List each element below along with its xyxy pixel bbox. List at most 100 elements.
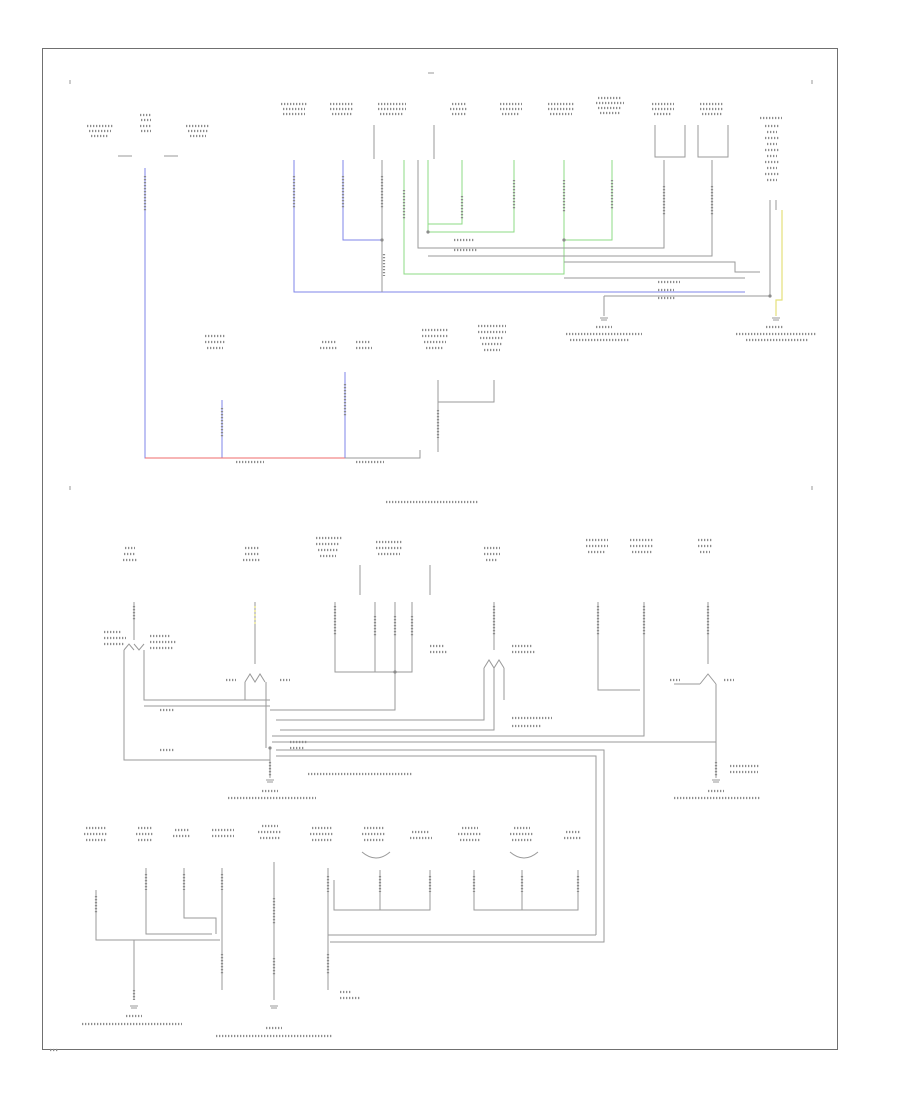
component-label-block	[123, 546, 137, 562]
ground-label	[566, 325, 642, 342]
component-label-block	[548, 102, 574, 116]
wire-gauge-label	[512, 644, 536, 654]
component-label-block	[362, 826, 386, 842]
connector-symbol	[123, 643, 145, 651]
wire	[144, 168, 223, 459]
splice-dot	[768, 294, 772, 298]
component-label-block	[330, 102, 354, 116]
wire	[123, 650, 270, 761]
wire-marks-top	[143, 176, 714, 464]
splice-dot	[393, 670, 397, 674]
splice-dot	[268, 746, 272, 750]
ground-symbol	[600, 317, 608, 321]
component-label-block	[500, 102, 522, 116]
ground-label	[340, 990, 360, 1000]
wire	[417, 160, 665, 249]
component-box	[654, 125, 686, 158]
component-label-block	[186, 124, 210, 138]
component-labels-mid	[205, 324, 506, 504]
ground-symbol	[712, 779, 720, 783]
wire	[427, 160, 515, 233]
component-label-block	[281, 102, 307, 116]
component-labels-bottom	[84, 824, 582, 842]
component-label-block	[484, 546, 500, 562]
component-label-block	[320, 340, 372, 350]
wire	[280, 668, 495, 731]
component-label-block	[84, 826, 108, 842]
wire	[342, 160, 382, 241]
component-label-block	[310, 826, 334, 842]
ground-label	[82, 1014, 182, 1026]
component-label-block	[410, 830, 432, 840]
ground-symbol	[130, 1005, 138, 1009]
wire	[775, 210, 783, 316]
wire	[473, 870, 523, 911]
ground-points-top	[566, 317, 816, 342]
ground-symbol	[772, 317, 780, 321]
component-box	[359, 565, 431, 595]
component-label-block	[140, 113, 152, 133]
component-label-block	[205, 334, 225, 350]
wire-gauge-label	[658, 280, 680, 300]
component-label-block	[258, 824, 282, 840]
wire-gauge-label	[430, 644, 448, 654]
component-label-block	[212, 828, 234, 838]
wire	[270, 680, 396, 711]
splice-dot	[380, 238, 384, 242]
wire	[333, 870, 381, 911]
wire	[564, 261, 760, 273]
wire	[428, 160, 463, 225]
ground-label	[736, 325, 816, 342]
component-label-block	[450, 102, 468, 116]
component-label-block	[422, 328, 448, 350]
wire	[293, 160, 745, 293]
component-label-block	[630, 538, 654, 554]
component-label-block	[173, 828, 191, 838]
component-label-block	[478, 324, 506, 352]
wire	[143, 650, 270, 701]
wire	[276, 755, 597, 935]
wires-top	[144, 160, 783, 459]
component-label-block	[564, 830, 582, 840]
component-label-block	[376, 540, 402, 556]
component-boxes-lower	[359, 565, 431, 595]
wire	[428, 160, 713, 257]
diagram-frame	[42, 48, 838, 1050]
component-label-block	[378, 102, 406, 116]
component-label-block	[596, 96, 624, 115]
wire	[395, 602, 413, 673]
wire	[597, 602, 640, 691]
wires-lower	[123, 602, 717, 943]
wire	[564, 160, 613, 241]
wire	[522, 870, 579, 911]
ground-label	[228, 789, 316, 800]
component-box	[361, 851, 391, 859]
ground-points-bottom	[50, 990, 360, 1052]
ground-symbol	[270, 1005, 278, 1009]
connector-symbol	[483, 659, 505, 669]
wire-gauge-label	[160, 708, 174, 752]
ground-symbol	[266, 779, 274, 783]
wire-marks-bottom	[94, 874, 580, 1000]
component-label-block	[316, 536, 342, 558]
component-label-block	[652, 102, 674, 116]
component-label-block	[698, 538, 712, 554]
splices-top	[380, 230, 772, 298]
component-label-block	[87, 124, 113, 138]
wire	[276, 668, 485, 721]
wire	[95, 890, 220, 941]
splice-dot	[562, 238, 566, 242]
wire-gauge-label	[104, 630, 126, 646]
wire-marks-lower	[104, 606, 760, 776]
component-label-block	[586, 538, 608, 554]
component-labels-lower	[123, 536, 712, 562]
connector-symbol	[699, 673, 717, 685]
wire	[145, 868, 212, 935]
splice-dot	[426, 230, 430, 234]
ground-label	[674, 789, 760, 800]
splices-lower	[123, 643, 717, 750]
component-box	[373, 125, 435, 159]
wire-gauge-label	[454, 238, 478, 252]
component-label-block	[243, 546, 261, 562]
